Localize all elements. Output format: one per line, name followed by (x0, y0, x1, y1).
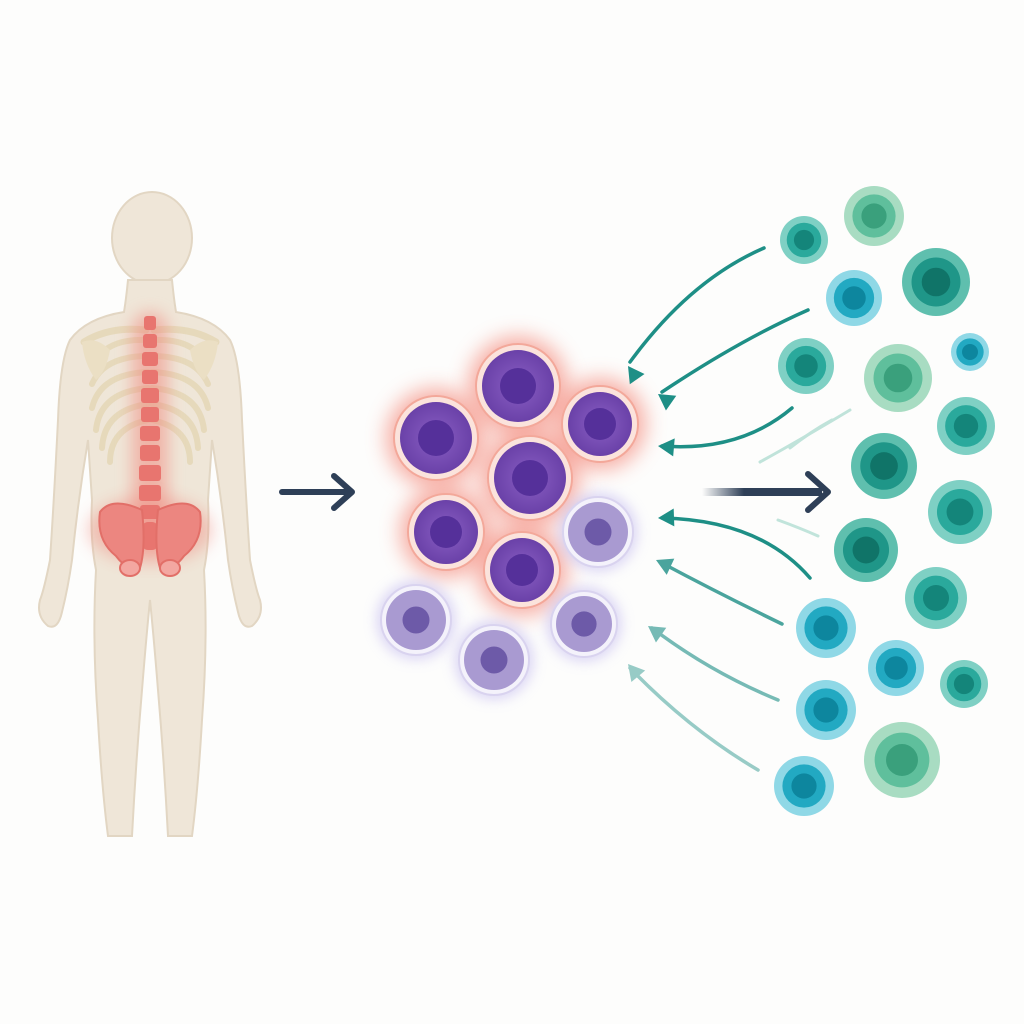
normal-plasma-cell (562, 496, 634, 568)
normal-plasma-cell (550, 590, 618, 658)
malignant-cell (483, 531, 561, 609)
motion-streaks (758, 408, 852, 538)
shoulder-blades (82, 340, 218, 380)
malignant-cell (393, 395, 479, 481)
malignant-plasma-cell-cluster-icon (376, 336, 646, 700)
pelvis (98, 502, 202, 577)
curved-arrow-icon (628, 246, 766, 385)
immune-effector-cell (868, 640, 924, 696)
healthy-immune-cell-group-icon (774, 186, 995, 816)
normal-plasma-cell (458, 624, 530, 696)
immune-effector-cell (864, 344, 932, 412)
head (111, 191, 193, 285)
malignant-cell (475, 343, 561, 429)
immune-effector-cell (951, 333, 989, 371)
immune-effector-cell (937, 397, 995, 455)
immune-effector-cell (844, 186, 904, 246)
immune-effector-cell (778, 338, 834, 394)
immune-effector-cell (826, 270, 882, 326)
curved-arrow-icon (656, 558, 784, 626)
human-body-with-skeleton-icon (38, 191, 262, 837)
curved-arrow-icon (658, 508, 812, 580)
immune-effector-cell (780, 216, 828, 264)
malignant-cell (407, 493, 485, 571)
curved-arrow-icon (658, 406, 794, 457)
immune-effector-cell (928, 480, 992, 544)
immune-effector-cell (940, 660, 988, 708)
immune-effector-cell (796, 598, 856, 658)
malignant-cell (561, 385, 639, 463)
immune-effector-cell (796, 680, 856, 740)
immune-effector-cell (774, 756, 834, 816)
curved-arrow-icon (648, 626, 780, 702)
malignant-cell (487, 435, 573, 521)
spine (139, 316, 161, 550)
immune-effector-cell (864, 722, 940, 798)
curved-arrow-icon (628, 664, 760, 772)
immune-effector-cell (905, 567, 967, 629)
immune-effector-cell (834, 518, 898, 582)
curved-arrow-icon (658, 308, 810, 411)
normal-plasma-cell (380, 584, 452, 656)
immune-effector-cell (902, 248, 970, 316)
immune-effector-cell (851, 433, 917, 499)
right-arrow-icon (279, 473, 355, 511)
right-arrow-icon (702, 471, 831, 513)
curved-arrow-group (628, 246, 812, 772)
